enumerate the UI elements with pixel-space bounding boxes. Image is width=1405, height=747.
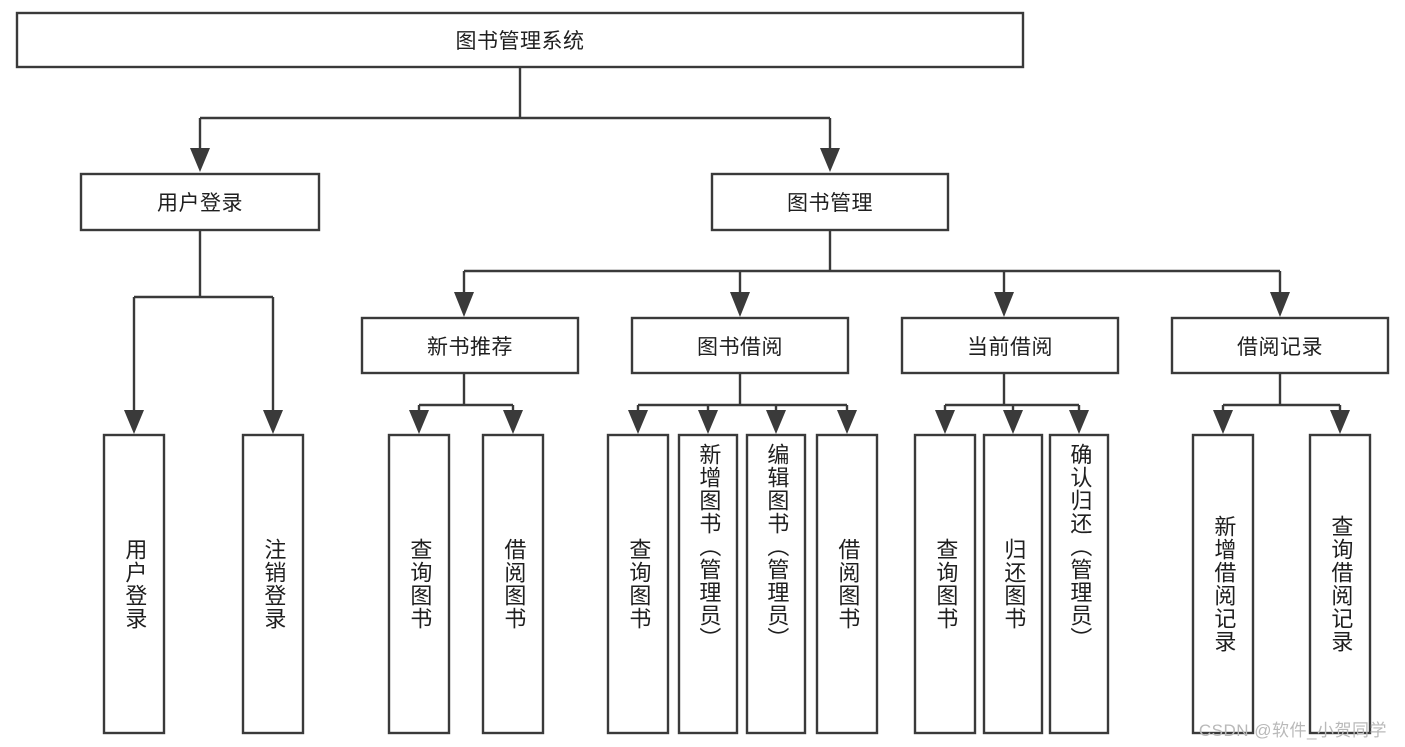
node-box-leaf-query-book-1[interactable]	[387, 433, 451, 735]
arrowhead-leaf-edit-book	[766, 410, 786, 434]
node-box-leaf-query-book-3[interactable]	[913, 433, 977, 735]
node-box-current-borrow[interactable]	[900, 316, 1120, 375]
node-box-leaf-logout[interactable]	[241, 433, 305, 735]
arrowhead-leaf-logout	[263, 410, 283, 434]
arrowhead-leaf-query-book-2	[628, 410, 648, 434]
connector-group-borrow-record	[1213, 373, 1350, 434]
node-box-leaf-user-login[interactable]	[102, 433, 166, 735]
node-box-root[interactable]	[15, 11, 1025, 69]
arrowhead-leaf-return-book	[1003, 410, 1023, 434]
csdn-watermark: CSDN @软件_小贺同学	[1198, 721, 1387, 740]
node-box-leaf-borrow-book-1[interactable]	[481, 433, 545, 735]
arrowhead-leaf-add-book	[698, 410, 718, 434]
node-box-leaf-add-book[interactable]	[677, 433, 739, 735]
arrowhead-new-book-recommend	[454, 292, 474, 317]
arrowhead-leaf-query-record	[1330, 410, 1350, 434]
node-box-leaf-query-record[interactable]	[1308, 433, 1372, 735]
arrowhead-leaf-borrow-book-1	[503, 410, 523, 434]
node-box-user-login[interactable]	[79, 172, 321, 232]
arrowhead-book-management	[820, 148, 840, 172]
node-box-leaf-query-book-2[interactable]	[606, 433, 670, 735]
node-box-leaf-add-record[interactable]	[1191, 433, 1255, 735]
arrowhead-leaf-query-book-3	[935, 410, 955, 434]
node-box-leaf-borrow-book-2[interactable]	[815, 433, 879, 735]
node-box-borrow-record[interactable]	[1170, 316, 1390, 375]
arrowhead-user-login	[190, 148, 210, 172]
connector-group-book-management	[454, 230, 1290, 317]
connector-group-book-borrow	[628, 373, 857, 434]
arrowhead-borrow-record	[1270, 292, 1290, 317]
node-box-book-management[interactable]	[710, 172, 950, 232]
connector-group-root	[190, 67, 840, 172]
arrowhead-leaf-query-book-1	[409, 410, 429, 434]
arrowhead-book-borrow	[730, 292, 750, 317]
arrowhead-leaf-confirm-return	[1069, 410, 1089, 434]
node-box-book-borrow[interactable]	[630, 316, 850, 375]
arrowhead-leaf-add-record	[1213, 410, 1233, 434]
connector-group-new-book-recommend	[409, 373, 523, 434]
node-box-leaf-confirm-return[interactable]	[1048, 433, 1110, 735]
node-box-new-book-recommend[interactable]	[360, 316, 580, 375]
connector-group-current-borrow	[935, 373, 1089, 434]
arrowhead-leaf-user-login	[124, 410, 144, 434]
node-box-leaf-return-book[interactable]	[982, 433, 1044, 735]
connector-group-user-login	[124, 230, 283, 434]
node-box-leaf-edit-book[interactable]	[745, 433, 807, 735]
arrowhead-current-borrow	[994, 292, 1014, 317]
arrowhead-leaf-borrow-book-2	[837, 410, 857, 434]
